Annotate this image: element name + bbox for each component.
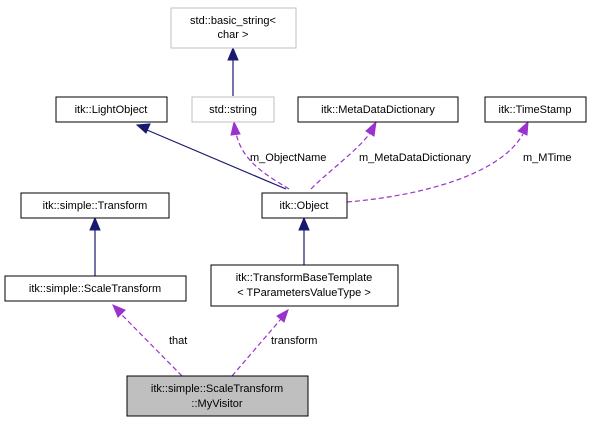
node-basic-string-line-1: std::basic_string<: [190, 15, 276, 27]
node-time-stamp-label: itk::TimeStamp: [499, 104, 572, 116]
edge-that: [112, 304, 183, 377]
node-my-visitor[interactable]: itk::simple::ScaleTransform ::MyVisitor: [126, 375, 309, 417]
node-basic-string-line-2: char >: [218, 29, 249, 41]
node-std-string[interactable]: std::string: [191, 96, 275, 123]
node-transform-base-template[interactable]: itk::TransformBaseTemplate < TParameters…: [210, 264, 399, 307]
node-my-visitor-line-1: itk::simple::ScaleTransform: [151, 383, 283, 395]
edge-label-meta-data-dictionary: m_MetaDataDictionary: [359, 152, 471, 164]
node-light-object[interactable]: itk::LightObject: [55, 96, 168, 123]
node-scale-transform-label: itk::simple::ScaleTransform: [29, 283, 161, 295]
node-light-object-label: itk::LightObject: [75, 104, 148, 116]
node-time-stamp[interactable]: itk::TimeStamp: [484, 96, 587, 123]
edge-string-to-basic-string: [227, 46, 239, 96]
node-object[interactable]: itk::Object: [261, 192, 348, 219]
edge-label-that: that: [169, 335, 187, 347]
node-transform-base-template-line-1: itk::TransformBaseTemplate: [236, 272, 373, 284]
edge-mtime: [346, 120, 529, 203]
node-simple-transform[interactable]: itk::simple::Transform: [20, 192, 170, 219]
node-scale-transform[interactable]: itk::simple::ScaleTransform: [4, 275, 187, 302]
edge-meta-data-dictionary: [310, 120, 377, 190]
node-my-visitor-line-2: ::MyVisitor: [191, 398, 242, 410]
edge-transform-base-to-object: [298, 216, 310, 265]
node-basic-string[interactable]: std::basic_string< char >: [170, 7, 297, 49]
node-std-string-label: std::string: [209, 104, 257, 116]
edge-object-name: [230, 120, 290, 190]
edge-object-to-light-object: [135, 123, 287, 190]
edge-label-mtime: m_MTime: [523, 152, 571, 164]
edge-transform: [231, 308, 289, 377]
node-meta-data-dictionary[interactable]: itk::MetaDataDictionary: [297, 96, 459, 123]
edge-scale-transform-to-transform: [89, 216, 101, 276]
node-object-label: itk::Object: [280, 200, 329, 212]
edge-label-object-name: m_ObjectName: [250, 152, 326, 164]
edge-label-transform: transform: [271, 335, 317, 347]
node-simple-transform-label: itk::simple::Transform: [43, 200, 148, 212]
node-meta-data-dictionary-label: itk::MetaDataDictionary: [321, 104, 435, 116]
node-transform-base-template-line-2: < TParametersValueType >: [237, 287, 371, 299]
